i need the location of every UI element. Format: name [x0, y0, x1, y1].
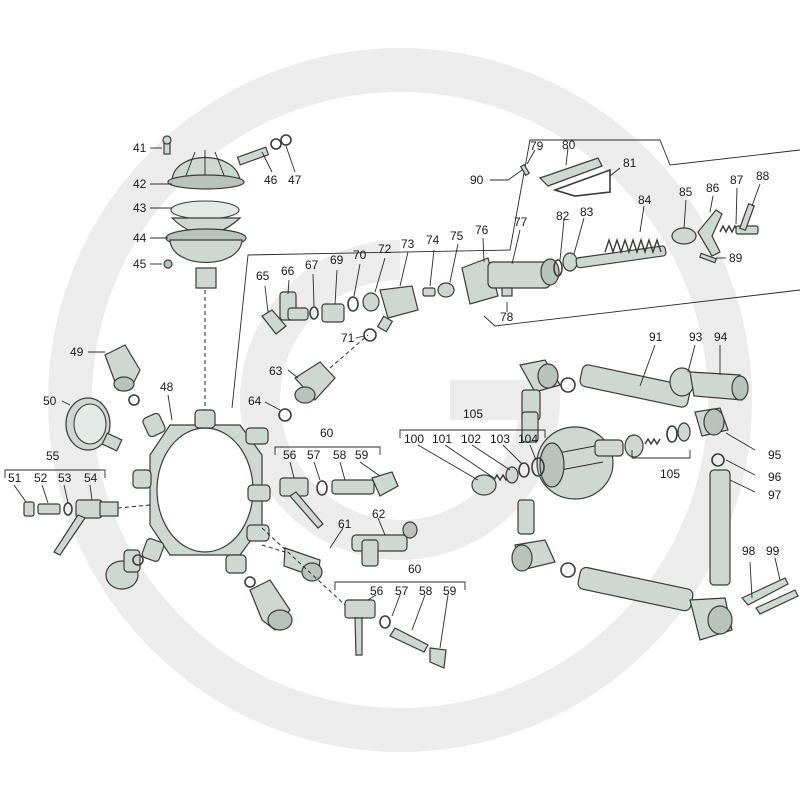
callout-91: 91 [649, 330, 663, 344]
callout-98: 98 [742, 544, 756, 558]
callout-labels: 41 42 43 44 45 46 47 48 49 50 51 52 53 5… [8, 138, 782, 598]
callout-49: 49 [70, 345, 84, 359]
callout-75: 75 [450, 229, 464, 243]
inlet-parts [261, 243, 459, 342]
callout-67: 67 [305, 258, 319, 272]
callout-60-bottom: 60 [408, 562, 422, 576]
callout-47: 47 [288, 173, 302, 187]
callout-56-bottom: 56 [370, 584, 384, 598]
callout-103: 103 [490, 432, 510, 446]
distributor-ring [132, 394, 271, 574]
callout-43: 43 [133, 201, 147, 215]
callout-72: 72 [378, 242, 392, 256]
callout-63: 63 [269, 364, 283, 378]
valve-group-60-bottom [261, 527, 466, 669]
callout-85: 85 [679, 185, 693, 199]
callout-41: 41 [133, 141, 147, 155]
pressure-gauge-50 [61, 397, 123, 452]
callout-96: 96 [768, 470, 782, 484]
callout-105-right: 105 [660, 467, 680, 481]
elbow-fitting-49 [88, 344, 141, 406]
callout-48: 48 [160, 380, 174, 394]
callout-42: 42 [133, 177, 147, 191]
callout-95: 95 [768, 448, 782, 462]
callout-90: 90 [470, 173, 484, 187]
callout-86: 86 [706, 181, 720, 195]
callout-100: 100 [404, 432, 424, 446]
callout-76: 76 [475, 223, 489, 237]
callout-79: 79 [530, 139, 544, 153]
callout-44: 44 [133, 231, 147, 245]
valve-handle-panel [231, 139, 800, 409]
tee-fitting-61-62 [261, 517, 418, 582]
callout-104: 104 [518, 432, 538, 446]
callout-57-top: 57 [307, 448, 321, 462]
callout-46: 46 [264, 173, 278, 187]
callout-87: 87 [730, 173, 744, 187]
callout-60-top: 60 [320, 426, 334, 440]
callout-82: 82 [556, 209, 570, 223]
callout-58-bottom: 58 [419, 584, 433, 598]
callout-81: 81 [623, 156, 637, 170]
callout-73: 73 [401, 237, 415, 251]
callout-84: 84 [638, 193, 652, 207]
callout-71: 71 [341, 331, 355, 345]
callout-53: 53 [58, 471, 72, 485]
valve-body-77 [461, 205, 667, 312]
callout-88: 88 [756, 169, 770, 183]
callout-105-top: 105 [463, 407, 483, 421]
callout-58-top: 58 [333, 448, 347, 462]
callout-54: 54 [84, 471, 98, 485]
union-fitting-63 [264, 334, 369, 422]
callout-102: 102 [461, 432, 481, 446]
callout-74: 74 [426, 233, 440, 247]
pump-pipe-assembly [399, 344, 799, 641]
valve-group-55 [4, 469, 151, 556]
callout-62: 62 [372, 507, 386, 521]
callout-56-top: 56 [283, 448, 297, 462]
bottom-left-elbow [105, 549, 144, 590]
callout-69: 69 [330, 253, 344, 267]
callout-66: 66 [281, 264, 295, 278]
callout-78: 78 [500, 310, 514, 324]
handle-end-parts [671, 183, 761, 264]
callout-50: 50 [43, 394, 57, 408]
callout-93: 93 [689, 330, 703, 344]
callout-94: 94 [714, 330, 728, 344]
callout-45: 45 [133, 257, 147, 271]
callout-61: 61 [338, 517, 352, 531]
callout-101: 101 [432, 432, 452, 446]
callout-59-bottom: 59 [443, 584, 457, 598]
callout-80: 80 [562, 138, 576, 152]
callout-99: 99 [766, 544, 780, 558]
lever-handle-80 [519, 147, 621, 197]
callout-52: 52 [34, 471, 48, 485]
bottom-elbow-outlet [244, 576, 293, 631]
callout-70: 70 [353, 248, 367, 262]
callout-77: 77 [514, 215, 528, 229]
callout-65: 65 [256, 269, 270, 283]
callout-83: 83 [580, 205, 594, 219]
callout-51: 51 [8, 471, 22, 485]
callout-64: 64 [248, 394, 262, 408]
callout-57-bottom: 57 [395, 584, 409, 598]
valve-group-60-top [274, 446, 399, 529]
callout-59-top: 59 [355, 448, 369, 462]
callout-89: 89 [729, 251, 743, 265]
air-chamber-assembly [150, 134, 296, 420]
callout-97: 97 [768, 488, 782, 502]
callout-55: 55 [46, 449, 60, 463]
